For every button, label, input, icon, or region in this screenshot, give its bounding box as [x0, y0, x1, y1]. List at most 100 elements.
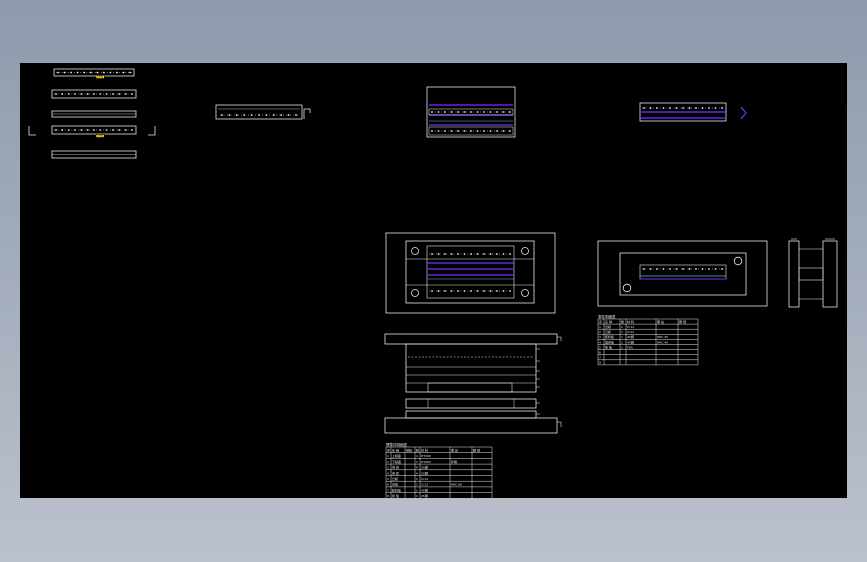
bolt-hole-icon	[444, 253, 446, 255]
bolt-hole-icon	[450, 130, 453, 132]
table-cell: 8	[387, 494, 389, 498]
bolt-hole-icon	[476, 253, 479, 255]
section-leader-ticks	[536, 348, 540, 415]
bolt-hole-icon	[688, 107, 691, 109]
table-cell: 8	[599, 361, 601, 365]
table-cell: 1	[387, 454, 389, 458]
bolt-hole-icon	[76, 71, 79, 74]
bolt-hole-icon	[431, 253, 433, 255]
bolt-hole-icon	[496, 290, 498, 292]
bolt-hole-icon	[80, 129, 83, 131]
bolt-hole-icon	[701, 268, 704, 270]
table-cell: 凹模	[392, 482, 398, 487]
bolt-hole-icon	[675, 107, 678, 109]
die-plate-outline	[405, 240, 535, 304]
bolt-hole-icon	[99, 129, 102, 131]
bolt-hole-icon	[708, 107, 710, 109]
table-cell: 45鋼	[627, 339, 634, 344]
punch-holder-section	[405, 343, 537, 393]
strip-part-2	[51, 89, 137, 99]
bolt-hole-icon	[437, 130, 440, 132]
bolt-hole-icon	[118, 129, 121, 131]
bolt-hole-icon	[105, 129, 108, 131]
part-tag-marker-2	[96, 135, 104, 138]
table-cell: 墊 板	[392, 493, 399, 498]
stripper-section	[405, 398, 537, 409]
bolt-hole-icon	[93, 93, 95, 95]
bolt-hole-icon	[124, 129, 127, 131]
table-header-cell: 材 料	[627, 319, 634, 324]
table-cell: 45鋼	[421, 487, 428, 492]
table-cell: Cr12	[627, 325, 634, 329]
bolt-hole-icon	[444, 130, 446, 132]
table-cell: 墊 板	[605, 344, 612, 349]
bolt-hole-icon	[457, 253, 459, 255]
die-section	[405, 410, 537, 419]
bolt-hole-icon	[235, 114, 238, 116]
bolt-hole-icon	[116, 71, 118, 74]
bolt-hole-icon	[57, 71, 59, 74]
bolt-hole-icon	[701, 107, 704, 109]
bolt-hole-icon	[93, 129, 95, 131]
bolt-hole-icon	[83, 71, 86, 74]
bolt-hole-icon	[502, 111, 505, 113]
bolt-hole-icon	[708, 268, 710, 270]
table-cell: 固定板	[605, 339, 614, 344]
table-cell: 3	[387, 466, 389, 470]
part-tag-label: Z-001	[96, 75, 105, 79]
bolt-hole-icon	[656, 268, 658, 270]
table-cell: HRC 45	[657, 335, 668, 339]
bolt-hole-icon	[431, 130, 433, 132]
bottom-plate-section	[384, 417, 558, 434]
bolt-hole-icon	[457, 290, 459, 292]
part-table-title: 零件明細表	[598, 314, 616, 319]
table-header-cell: 規格	[406, 448, 412, 453]
lower-die-outline	[597, 240, 768, 307]
bolt-hole-icon	[295, 114, 297, 116]
bolt-hole-icon	[109, 71, 112, 74]
table-cell: 1	[621, 340, 623, 344]
bolt-hole-icon	[483, 253, 485, 255]
table-cell: 1	[621, 345, 623, 349]
bolt-hole-icon	[721, 107, 723, 109]
die-set-outline	[385, 232, 556, 314]
table-cell: 4	[416, 466, 418, 470]
bolt-hole-icon	[280, 114, 283, 116]
bolt-hole-icon	[272, 114, 275, 116]
bolt-hole-icon	[250, 114, 253, 116]
table-header-cell: 材 料	[421, 448, 428, 453]
part-tag-label-2: Z-002	[96, 134, 105, 138]
direction-chevron-icon	[740, 106, 747, 120]
bolt-hole-icon	[509, 253, 511, 255]
bolt-hole-icon	[489, 111, 492, 113]
bolt-hole-icon	[129, 71, 131, 74]
table-cell: Cr12	[421, 477, 428, 481]
bolt-hole-icon	[643, 268, 645, 270]
strip-part-stack	[28, 68, 156, 159]
bolt-hole-icon	[61, 93, 64, 95]
strip-part-4	[51, 125, 137, 135]
bolt-hole-icon	[483, 111, 485, 113]
guide-hole-icon	[411, 289, 419, 297]
bolt-hole-icon	[502, 253, 505, 255]
bolt-hole-icon	[67, 129, 70, 131]
table-cell: Cr12	[421, 483, 428, 487]
table-cell: 4	[416, 471, 418, 475]
bolt-hole-icon	[243, 114, 246, 116]
bolt-hole-icon	[496, 253, 498, 255]
table-cell: 1	[621, 325, 623, 329]
guide-hole-icon	[411, 247, 419, 255]
table-cell: 7	[599, 356, 601, 360]
table-cell: 20鋼	[421, 465, 428, 470]
bolt-hole-icon	[221, 114, 223, 116]
bolt-hole-icon	[682, 268, 684, 270]
bolt-hole-icon	[489, 130, 492, 132]
table-header-cell: 序	[599, 319, 602, 324]
bolt-hole-icon	[489, 290, 492, 292]
bolt-hole-icon	[102, 71, 105, 74]
bolt-hole-icon	[688, 268, 691, 270]
stripper-plate-outline	[426, 86, 516, 138]
bolt-hole-icon	[99, 93, 102, 95]
